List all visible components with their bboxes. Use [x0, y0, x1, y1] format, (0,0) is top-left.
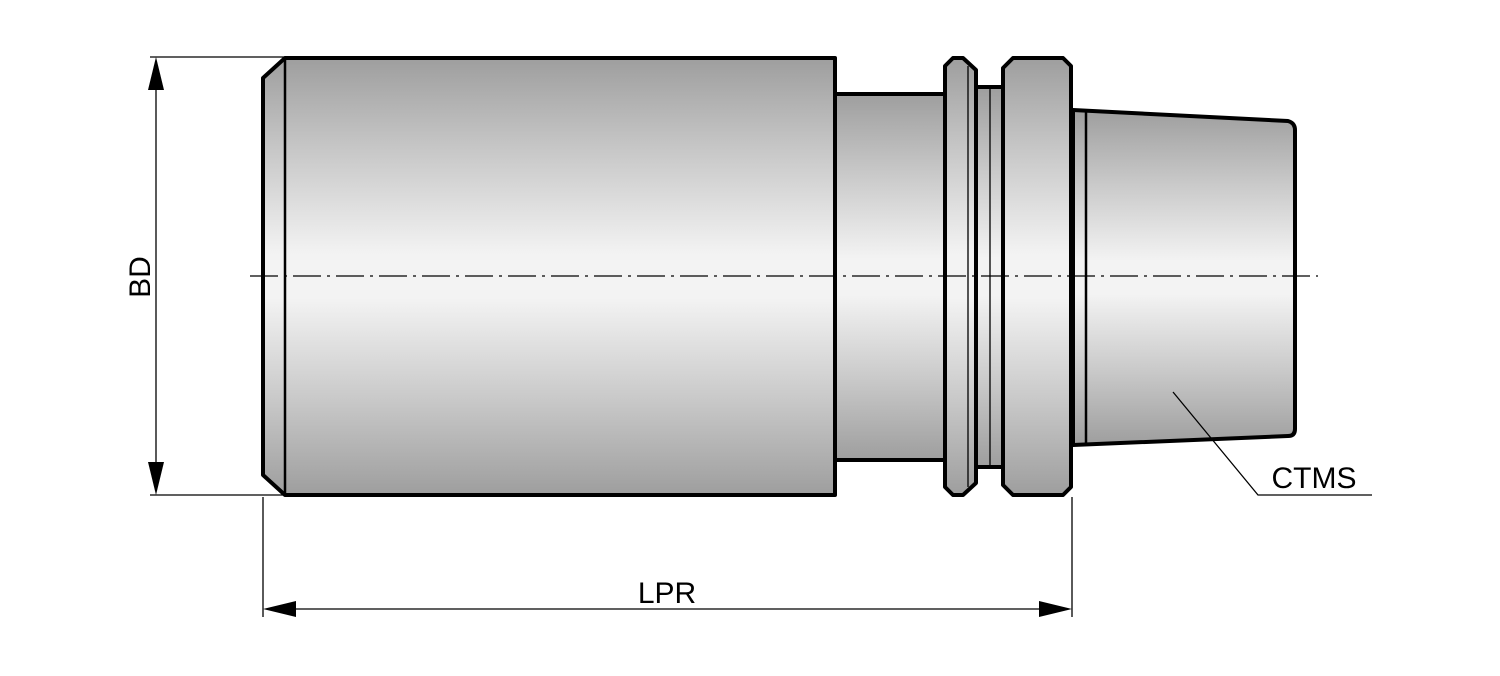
bd-arrow-bottom	[148, 462, 164, 495]
ctms-leader-line	[1172, 391, 1372, 496]
lpr-arrow-left	[263, 601, 296, 617]
bd-dimension: BD	[124, 56, 285, 496]
lpr-dimension: LPR	[262, 497, 1073, 617]
bd-label: BD	[124, 256, 157, 298]
ctms-leader: CTMS	[1172, 391, 1372, 496]
ctms-label: CTMS	[1272, 462, 1357, 495]
lpr-arrow-right	[1039, 601, 1072, 617]
lpr-label: LPR	[638, 577, 696, 610]
taper-shank	[1071, 108, 1297, 447]
flange-groove	[974, 85, 1005, 469]
holder-neck	[833, 92, 947, 462]
bd-arrow-top	[148, 57, 164, 90]
